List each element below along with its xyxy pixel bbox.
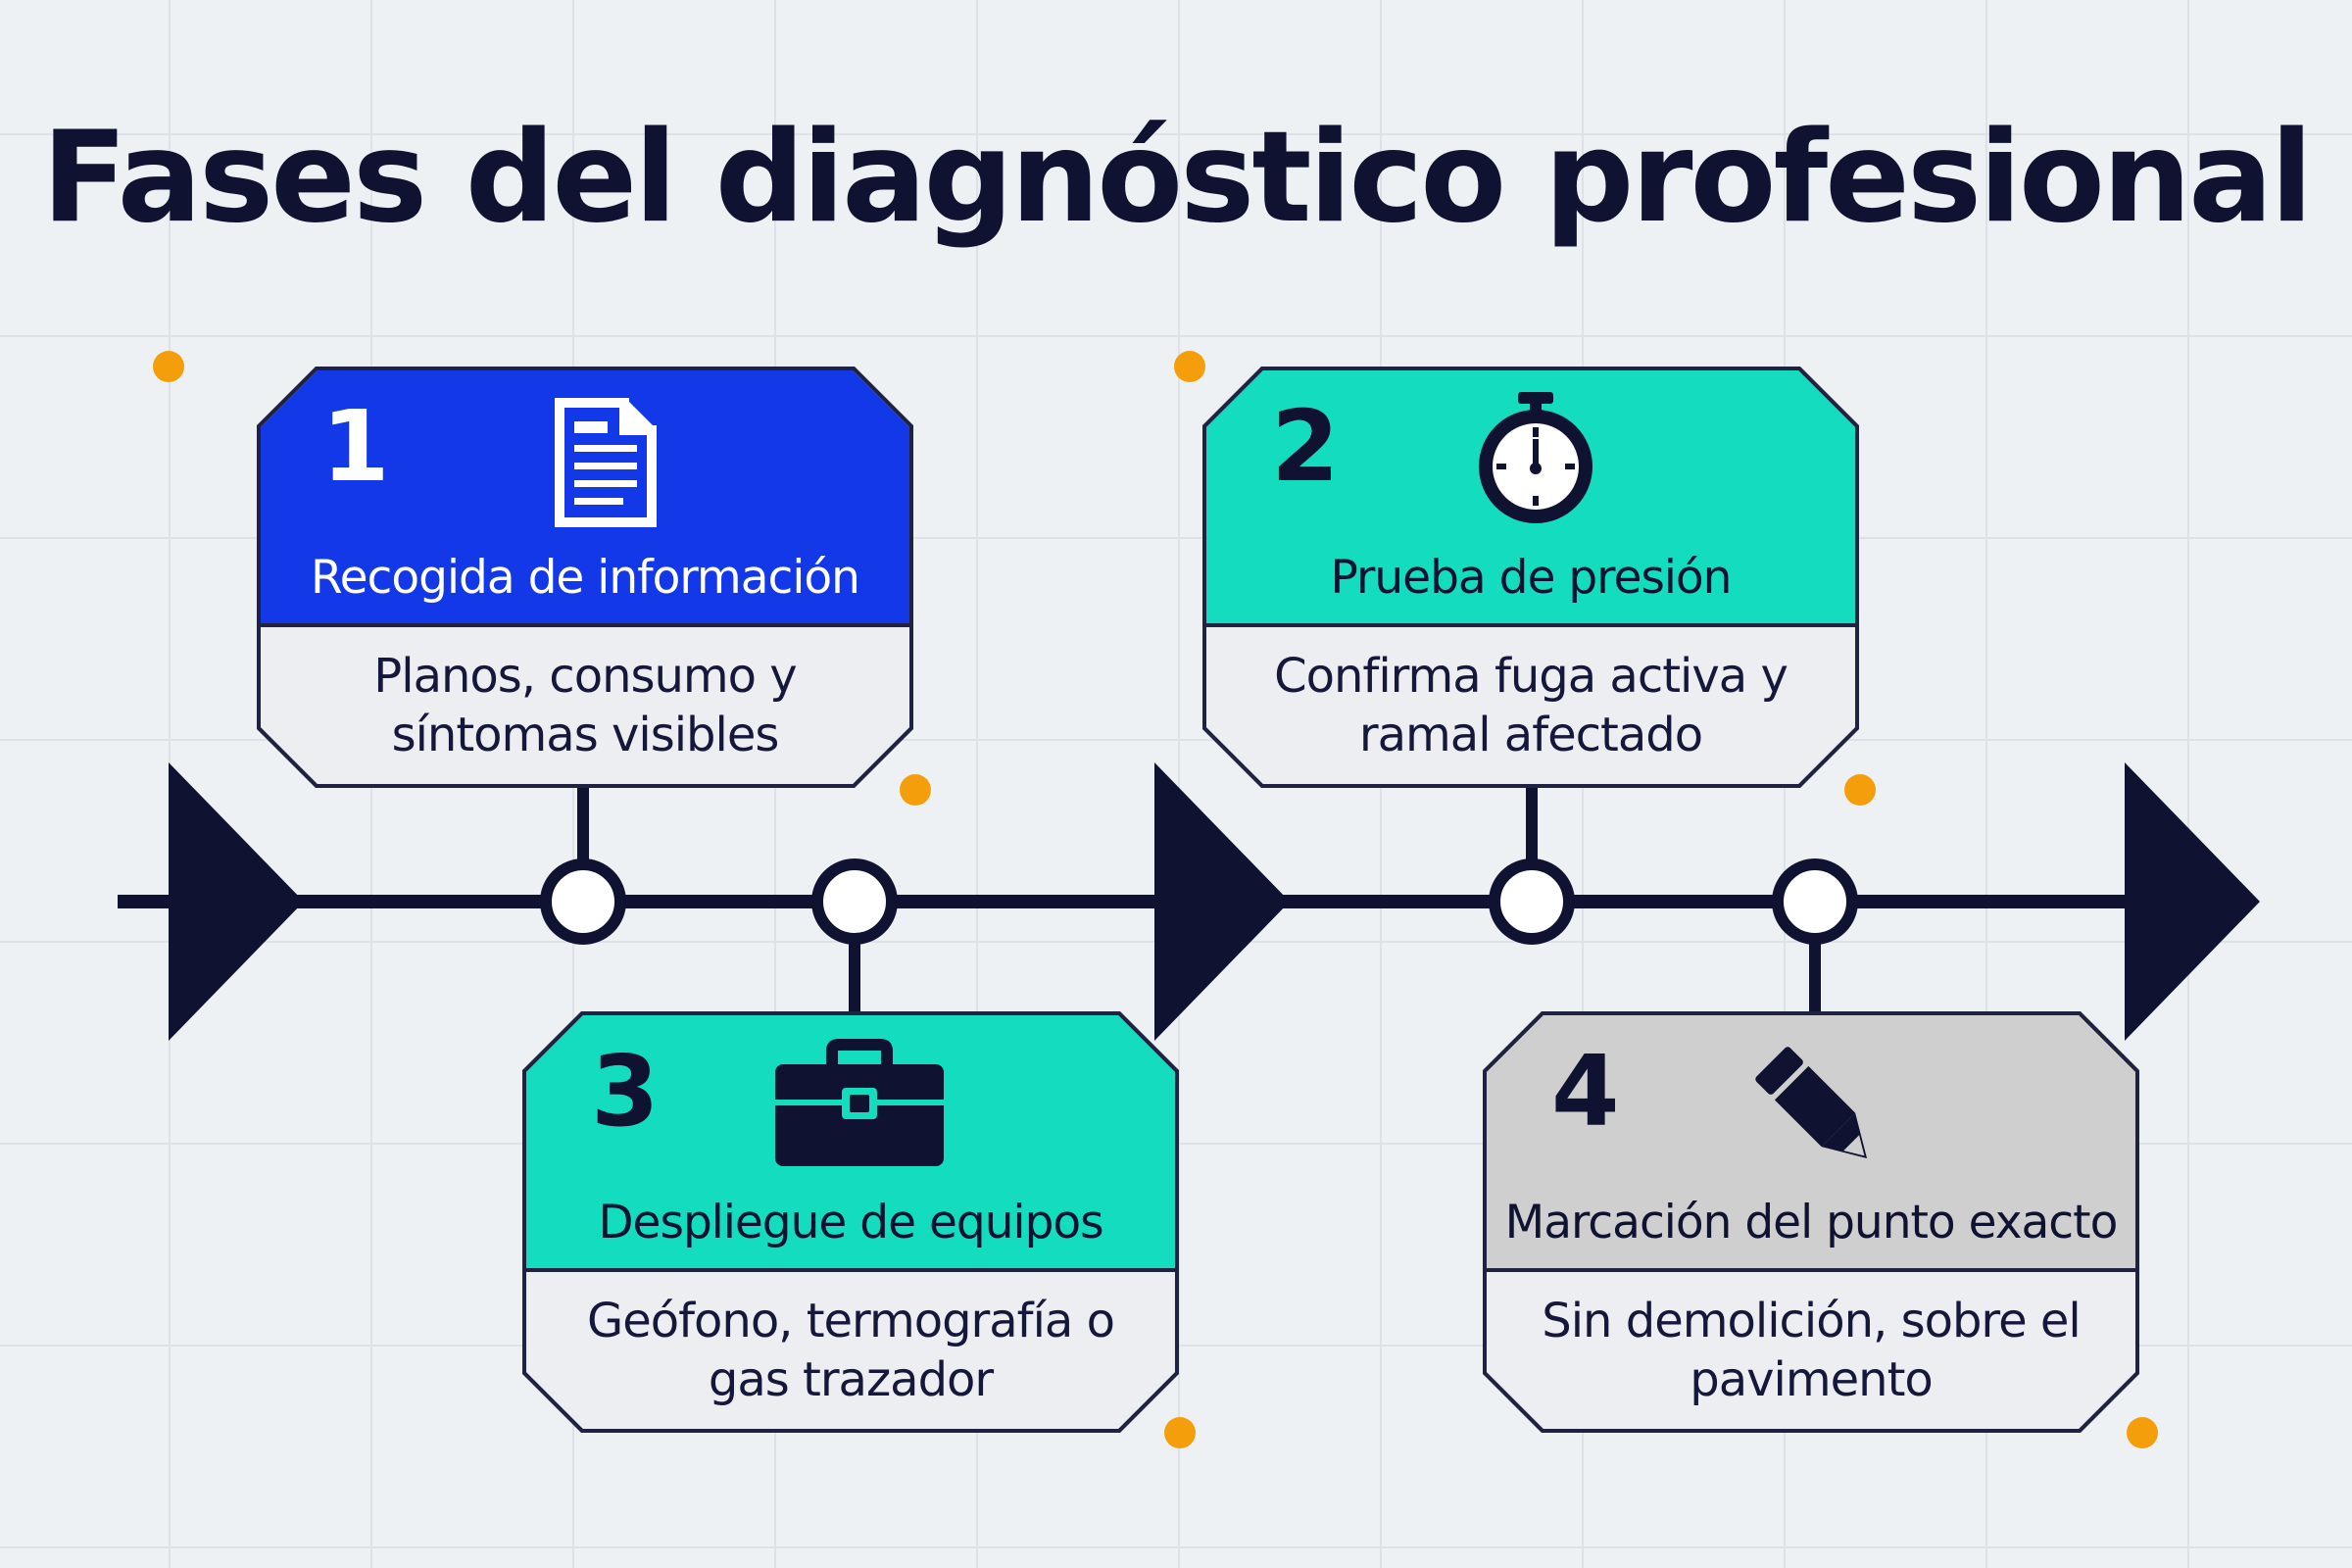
timeline-node-1 xyxy=(540,858,626,945)
stopwatch-icon xyxy=(1479,392,1592,523)
accent-dot xyxy=(1844,774,1876,806)
accent-dot xyxy=(2127,1417,2158,1448)
accent-dot xyxy=(900,774,931,806)
phase-description-1: Planos, consumo y síntomas visibles xyxy=(373,649,797,762)
timeline-node-3 xyxy=(811,858,898,945)
page-title: Fases del diagnóstico profesional xyxy=(41,105,2314,251)
phase-body-3: Geófono, termografía o gas trazador xyxy=(526,1272,1175,1429)
phase-label-2: Prueba de presión xyxy=(1330,551,1733,605)
phase-label-4: Marcación del punto exacto xyxy=(1504,1196,2119,1250)
timeline-arrow-2 xyxy=(1154,762,1290,1041)
timeline-node-4 xyxy=(1772,858,1858,945)
phase-number-3: 3 xyxy=(591,1034,660,1149)
phase-label-3: Despliegue de equipos xyxy=(598,1196,1103,1250)
phase-description-2: Confirma fuga activa y ramal afectado xyxy=(1274,649,1788,762)
accent-dot xyxy=(1174,351,1205,382)
phase-description-4: Sin demolición, sobre el pavimento xyxy=(1542,1294,2082,1407)
phase-label-1: Recogida de información xyxy=(311,551,860,605)
phase-card-3: 3 Despliegue de equipos Geófono, termogr… xyxy=(522,1011,1179,1433)
phase-card-4: 4 Marcación del punto exacto Sin demolic… xyxy=(1483,1011,2139,1433)
document-icon xyxy=(555,398,657,527)
timeline-arrow-1 xyxy=(169,762,304,1041)
phase-body-2: Confirma fuga activa y ramal afectado xyxy=(1206,627,1855,784)
phase-body-4: Sin demolición, sobre el pavimento xyxy=(1487,1272,2135,1429)
toolbox-icon xyxy=(775,1039,944,1166)
accent-dot xyxy=(1164,1417,1196,1448)
phase-number-1: 1 xyxy=(321,389,390,504)
phase-header-4: 4 Marcación del punto exacto xyxy=(1487,1015,2135,1272)
accent-dot xyxy=(153,351,184,382)
phase-number-4: 4 xyxy=(1551,1034,1620,1149)
timeline-node-2 xyxy=(1489,858,1575,945)
phase-body-1: Planos, consumo y síntomas visibles xyxy=(261,627,909,784)
phase-description-3: Geófono, termografía o gas trazador xyxy=(587,1294,1115,1407)
phase-header-2: 2 Prueba de presión xyxy=(1206,370,1855,627)
phase-number-2: 2 xyxy=(1271,389,1340,504)
timeline-arrow-3 xyxy=(2125,762,2260,1041)
pencil-icon xyxy=(1755,1047,1868,1159)
phase-header-3: 3 Despliegue de equipos xyxy=(526,1015,1175,1272)
phase-card-1: 1 Recogida de información Planos, consum… xyxy=(257,367,913,788)
phase-header-1: 1 Recogida de información xyxy=(261,370,909,627)
phase-card-2: 2 Prueba de presión Confirma fuga activa… xyxy=(1202,367,1859,788)
